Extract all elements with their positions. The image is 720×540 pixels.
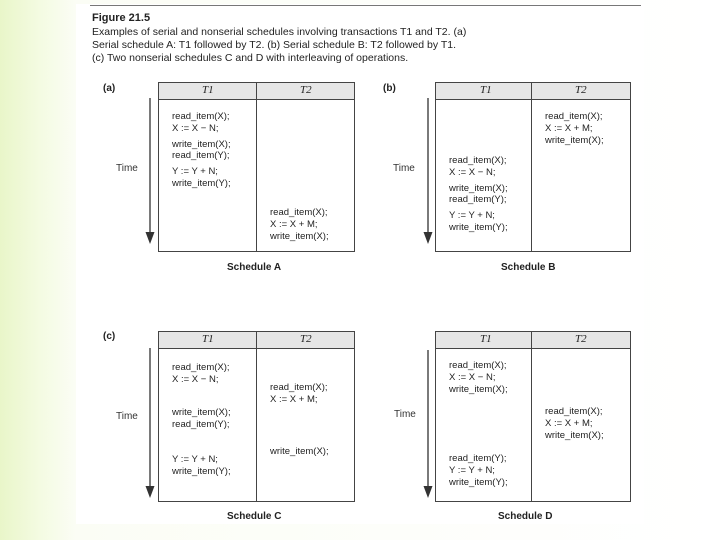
column-divider <box>256 83 257 251</box>
schedule-b-table: T1 T2 read_item(X); X := X + M; write_it… <box>435 82 631 252</box>
op-line: read_item(X); <box>270 382 328 393</box>
schedule-c-caption: Schedule C <box>227 511 282 522</box>
op-line: read_item(X); <box>449 155 507 166</box>
op-line: read_item(X); <box>172 362 230 373</box>
op-line: write_item(X); <box>449 383 508 395</box>
op-line: write_item(X); <box>449 182 508 194</box>
panel-label-b: (b) <box>383 83 396 94</box>
time-label-a: Time <box>116 163 138 174</box>
caption-line-2: Serial schedule A: T1 followed by T2. (b… <box>92 39 457 51</box>
t2-column-header: T2 <box>575 333 587 345</box>
op-line: Y := Y + N; <box>449 464 495 476</box>
op-line: X := X + M; <box>545 417 593 429</box>
panel-label-a: (a) <box>103 83 116 94</box>
t1-operations-part2: read_item(Y); Y := Y + N; write_item(Y); <box>449 453 508 488</box>
op-line: Y := Y + N; <box>172 166 218 178</box>
op-line: read_item(X); <box>172 111 230 122</box>
op-line: read_item(Y); <box>172 418 230 430</box>
op-line: read_item(Y); <box>172 150 230 162</box>
t1-column-header: T1 <box>480 84 492 96</box>
t1-operations-part2: write_item(X); read_item(Y); <box>172 407 231 431</box>
op-line: read_item(X); <box>270 207 328 218</box>
caption-line-3: (c) Two nonserial schedules C and D with… <box>92 52 409 64</box>
op-line: read_item(X); <box>545 111 603 122</box>
schedule-d-table: T1 T2 read_item(X); X := X − N; write_it… <box>435 331 631 502</box>
op-line: X := X + M; <box>545 122 593 134</box>
schedule-c-table: T1 T2 read_item(X); X := X − N; write_it… <box>158 331 355 502</box>
t1-operations-part1: read_item(X); X := X − N; write_item(X); <box>449 360 508 395</box>
caption-line-1: Examples of serial and nonserial schedul… <box>92 26 467 38</box>
schedule-b-caption: Schedule B <box>501 262 556 273</box>
t2-operations: read_item(X); X := X + M; write_item(X); <box>270 207 329 242</box>
time-arrow-a <box>145 98 155 244</box>
op-line: write_item(Y); <box>172 465 231 477</box>
t2-operations-part2: write_item(X); <box>270 446 329 458</box>
op-line: write_item(Y); <box>172 177 231 189</box>
figure-title: Figure 21.5 <box>92 12 151 24</box>
panel-label-c: (c) <box>103 331 116 342</box>
t1-operations-part1: read_item(X); X := X − N; <box>172 362 230 386</box>
time-arrow-d <box>423 350 433 498</box>
op-line: read_item(Y); <box>449 194 507 206</box>
op-line: write_item(X); <box>545 429 604 441</box>
t1-operations: read_item(X); X := X − N; write_item(X);… <box>449 155 508 234</box>
op-line: Y := Y + N; <box>172 454 218 465</box>
schedule-a-caption: Schedule A <box>227 262 282 273</box>
time-arrow-b <box>423 98 433 244</box>
column-divider <box>531 332 532 501</box>
op-line: read_item(X); <box>449 360 507 371</box>
t1-column-header: T1 <box>202 84 214 96</box>
op-line: X := X − N; <box>172 373 219 385</box>
figure-caption: Figure 21.5 Examples of serial and nonse… <box>92 12 466 65</box>
column-divider <box>256 332 257 501</box>
t2-operations: read_item(X); X := X + M; write_item(X); <box>545 406 604 441</box>
table-header <box>436 332 630 349</box>
op-line: write_item(X); <box>270 446 329 457</box>
time-label-c: Time <box>116 411 138 422</box>
t2-column-header: T2 <box>575 84 587 96</box>
op-line: write_item(Y); <box>449 476 508 488</box>
t2-operations-part1: read_item(X); X := X + M; <box>270 382 328 406</box>
op-line: X := X − N; <box>449 371 496 383</box>
op-line: X := X + M; <box>270 218 318 230</box>
t1-operations: read_item(X); X := X − N; write_item(X);… <box>172 111 231 190</box>
op-line: Y := Y + N; <box>449 210 495 222</box>
table-header <box>436 83 630 100</box>
op-line: read_item(X); <box>545 406 603 417</box>
t1-column-header: T1 <box>480 333 492 345</box>
op-line: write_item(X); <box>172 138 231 150</box>
column-divider <box>531 83 532 251</box>
schedule-d-caption: Schedule D <box>498 511 553 522</box>
top-rule <box>90 5 641 6</box>
op-line: X := X − N; <box>172 122 219 134</box>
t2-operations: read_item(X); X := X + M; write_item(X); <box>545 111 604 146</box>
time-label-d: Time <box>394 409 416 420</box>
schedule-a-table: T1 T2 read_item(X); X := X − N; write_it… <box>158 82 355 252</box>
op-line: read_item(Y); <box>449 453 507 464</box>
op-line: write_item(X); <box>270 230 329 242</box>
t2-column-header: T2 <box>300 84 312 96</box>
op-line: X := X + M; <box>270 393 318 405</box>
t1-operations-part3: Y := Y + N; write_item(Y); <box>172 454 231 478</box>
t1-column-header: T1 <box>202 333 214 345</box>
time-label-b: Time <box>393 163 415 174</box>
op-line: X := X − N; <box>449 166 496 178</box>
op-line: write_item(Y); <box>449 221 508 233</box>
op-line: write_item(X); <box>172 407 231 418</box>
t2-column-header: T2 <box>300 333 312 345</box>
op-line: write_item(X); <box>545 134 604 146</box>
time-arrow-c <box>145 348 155 498</box>
